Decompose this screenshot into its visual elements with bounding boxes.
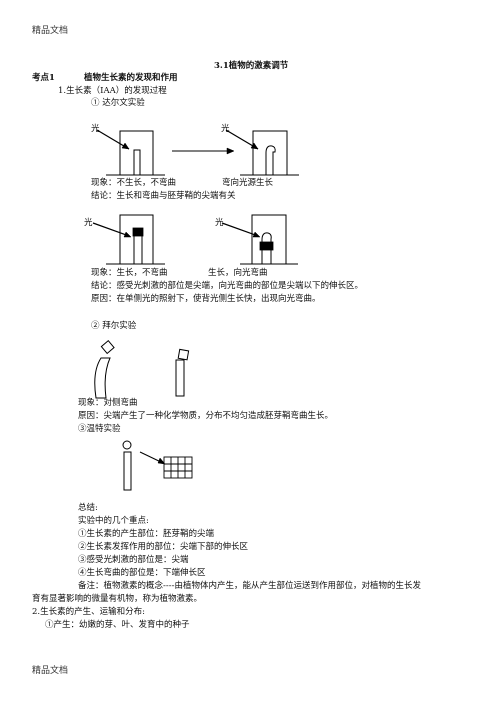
darwin-phenomenon-1b: 弯向光源生长 xyxy=(222,178,274,188)
darwin-conclusion-1: 结论：生长和弯曲与胚芽鞘的尖端有关 xyxy=(91,191,236,201)
went-heading: ③温特实验 xyxy=(78,424,121,434)
section-label: 考点1 xyxy=(32,73,55,83)
summary-point-3: ③感受光刺激的部位是：尖端 xyxy=(78,555,189,565)
page-footer: 精品文档 xyxy=(32,666,69,676)
summary-point-1: ①生长素的产生部位：胚芽鞘的尖端 xyxy=(78,529,215,539)
light-label-left-2: 光 xyxy=(84,218,93,228)
paal-reason: 原因：尖端产生了一种化学物质，分布不均匀造成胚芽鞘弯曲生长。 xyxy=(78,411,334,421)
summary-title: 总结: xyxy=(78,503,98,513)
summary-note-line-1: 备注：植物激素的概念----由植物体内产生，能从产生部位运送到作用部位，对植物的… xyxy=(78,581,421,591)
item-2a: ①产生：幼嫩的芽、叶、发育中的种子 xyxy=(45,620,190,630)
page-title: 3.1植物的激素调节 xyxy=(214,61,289,71)
section-heading: 植物生长素的发现和作用 xyxy=(84,73,178,83)
summary-point-2: ②生长素发挥作用的部位：尖端下部的伸长区 xyxy=(78,542,249,552)
darwin-heading: ① 达尔文实验 xyxy=(91,98,145,108)
item-2-heading: 2.生长素的产生、运输和分布: xyxy=(32,607,145,617)
paal-phenomenon: 现象：对侧弯曲 xyxy=(78,398,138,408)
darwin-reason-2: 原因：在单侧光的照射下，使背光侧生长快，出现向光弯曲。 xyxy=(91,294,321,304)
light-label-right-2: 光 xyxy=(215,218,224,228)
summary-point-4: ④生长弯曲的部位是：下端伸长区 xyxy=(78,568,206,578)
darwin-phenomenon-2b: 生长，向光弯曲 xyxy=(208,268,268,278)
darwin-conclusion-2: 结论：感受光刺激的部位是尖端，向光弯曲的部位是尖端以下的伸长区。 xyxy=(91,281,364,291)
summary-note-line-2: 育有显著影响的微量有机物，称为植物激素。 xyxy=(32,594,203,604)
paal-heading: ② 拜尔实验 xyxy=(91,321,137,331)
page-header: 精品文档 xyxy=(32,26,69,36)
item-1-heading: 1.生长素（IAA）的发现过程 xyxy=(58,86,167,96)
light-label-right: 光 xyxy=(221,124,230,134)
summary-points-title: 实验中的几个重点: xyxy=(78,516,149,526)
darwin-phenomenon-1: 现象：不生长，不弯曲 xyxy=(91,178,177,188)
light-label-left: 光 xyxy=(91,124,100,134)
darwin-phenomenon-2: 现象：生长，不弯曲 xyxy=(91,268,168,278)
